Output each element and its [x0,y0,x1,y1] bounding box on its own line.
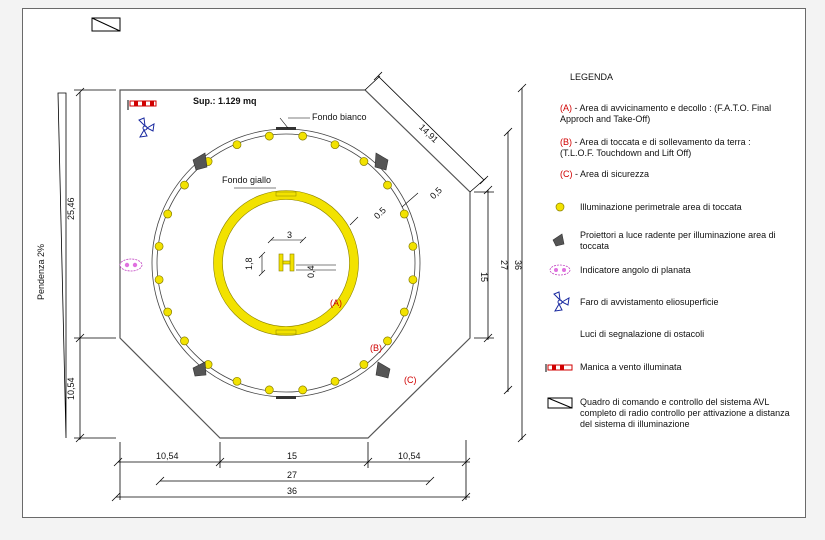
dim-right-15-label: 15 [479,272,489,283]
floodlight-icon [374,152,389,171]
area-a-label: (A) [330,298,342,308]
legend-item-a: (A) - Area di avvicinamento e decollo : … [560,103,785,125]
legend-control-panel-text: Quadro di comando e controllo del sistem… [580,397,790,429]
legend-floodlight-icon [552,233,565,247]
fondo-bianco-label: Fondo bianco [312,112,367,122]
perimeter-light-icon [399,209,409,219]
legend-b-code: (B) [560,137,572,147]
right-dimension-lines [474,83,527,443]
floodlight-icon [192,361,207,377]
perimeter-light-icon [163,307,173,317]
ring-marker-bottom [276,396,296,399]
safety-area-outline [119,89,471,439]
dim-left-top-label: 25,46 [66,197,76,220]
floodlight-icon [192,152,208,171]
perimeter-light-icon [359,157,369,166]
beacon-icon [138,117,155,138]
legend-windsock-icon [545,364,573,372]
perimeter-light-icon [383,180,392,190]
perimeter-light-icon [180,336,189,346]
legend-title: LEGENDA [570,72,614,82]
legend-a-code: (A) [560,103,572,113]
legend-beacon-icon [553,291,570,312]
dim-right-27-label: 27 [499,260,509,271]
legend-windsock-text: Manica a vento illuminata [580,362,682,372]
bottom-dimension-lines [111,440,471,502]
yellow-ring-marker-top [275,191,297,197]
legend-item-b: (B) - Area di toccata e di sollevamento … [560,137,785,159]
legend-control-panel-icon [547,397,573,409]
legend-glide-slope-text: Indicatore angolo di planata [580,265,691,275]
tlof-ring-outer-edge [213,190,359,336]
perimeter-light-icon [359,360,369,369]
legend-symbols [545,202,573,409]
slope-label: Pendenza 2% [36,243,46,300]
dim-right-36-label: 36 [513,260,523,271]
yellow-ring-marker-bottom [275,329,297,335]
perimeter-lights [154,131,418,395]
perimeter-light-icon [154,241,164,251]
perimeter-light-icon [180,180,189,190]
dim-bottom-36-label: 36 [287,486,298,496]
floodlight-icon [375,361,391,379]
perimeter-light-icon [264,131,274,141]
legend-glide-slope-icon [549,264,571,276]
floodlights [192,152,391,379]
dim-3-label: 3 [287,230,293,240]
dim-0-4-label: 0,4 [306,265,316,278]
legend-a-text: - Area di avvicinamento e decollo : (F.A… [560,103,772,124]
legend-lights-text: Illuminazione perimetrale area di toccat… [580,202,742,212]
glide-slope-indicator-icon [119,258,143,272]
perimeter-light-icon [298,385,308,395]
perimeter-light-icon [264,385,274,395]
windsock-icon [127,100,157,110]
perimeter-light-icon [154,275,164,285]
perimeter-light-icon [399,307,409,317]
internal-dimensions [234,117,419,277]
left-dimension-line [74,87,116,443]
legend-beacon-text: Faro di avvistamento eliosuperficie [580,297,719,307]
perimeter-light-icon [232,140,242,150]
tlof-ring-inner-edge [222,199,350,327]
dim-1-8-label: 1,8 [244,257,254,270]
legend-c-code: (C) [560,169,573,179]
perimeter-light-icon [330,140,340,150]
legend-light-icon [555,202,565,212]
perimeter-light-icon [163,209,173,219]
legend-b-text: - Area di toccata e di sollevamento da t… [560,137,751,158]
legend-floodlights-text: Proiettori a luce radente per illuminazi… [580,230,776,251]
dim-left-bottom-label: 10,54 [66,377,76,400]
diagonal-dimension [364,71,489,193]
legend-obstacle-lights-text: Luci di segnalazione di ostacoli [580,329,705,339]
legend-item-c: (C) - Area di sicurezza [560,169,785,180]
fondo-giallo-label: Fondo giallo [222,175,272,185]
helipad-h-marking [278,253,295,272]
fato-inner-circle [156,133,416,393]
dim-bottom-10-54-right-label: 10,54 [398,451,421,461]
legend-c-text: - Area di sicurezza [575,169,650,179]
surface-label: Sup.: 1.129 mq [193,96,257,106]
perimeter-light-icon [408,241,418,251]
dim-bottom-10-54-left-label: 10,54 [156,451,179,461]
dim-bottom-15-label: 15 [287,451,298,461]
perimeter-light-icon [408,275,418,285]
perimeter-light-icon [298,131,308,141]
ring-marker-top [276,127,296,130]
area-c-label: (C) [404,375,417,385]
dim-bottom-27-label: 27 [287,470,298,480]
slope-wedge [57,92,67,439]
area-b-label: (B) [370,343,382,353]
perimeter-light-icon [232,376,242,386]
perimeter-light-icon [330,376,340,386]
perimeter-light-icon [383,336,392,346]
control-panel-symbol-icon [91,17,121,32]
